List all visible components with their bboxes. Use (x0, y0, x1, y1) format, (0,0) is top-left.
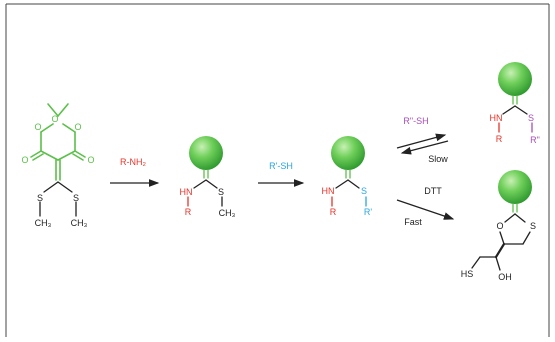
carbonyl-oxygen-left: O (21, 155, 28, 165)
thiol-r-double-prime: R" (530, 135, 540, 145)
thioether-s-right: S (73, 193, 79, 203)
hydroxyl-oh: OH (498, 272, 512, 282)
ring-oxygen-1: O (51, 114, 58, 124)
reagent-thiol-2: R"-SH (403, 116, 428, 126)
amide-hn: HN (490, 113, 503, 123)
arrow-amine-step: R-NH₂ (110, 157, 160, 187)
double-prime-thiol-adduct: HN R S R" (490, 62, 540, 145)
ring-oxygen-2: O (34, 122, 41, 132)
rate-slow: Slow (428, 154, 448, 164)
bead-1 (189, 136, 223, 170)
meldrums-acid-reagent: O O O O O S S CH₃ CH₃ (21, 103, 95, 228)
carbonyl-oxygen-right: O (87, 155, 94, 165)
dtt-arrow: DTT Fast (396, 186, 455, 227)
thiol-hs: HS (461, 269, 474, 279)
arrow-thiol-step: R'-SH (258, 161, 305, 187)
thiol-s: S (361, 186, 367, 196)
reagent-dtt: DTT (424, 186, 442, 196)
thiol-adduct: HN R S R' (322, 136, 372, 217)
slow-exchange-arrows: R"-SH Slow (396, 116, 448, 164)
frame (5, 3, 550, 337)
amine-r: R (330, 207, 337, 217)
amide-hn: HN (322, 186, 335, 196)
amine-r: R (185, 207, 192, 217)
rate-fast: Fast (404, 217, 422, 227)
ring-sulfur: S (530, 221, 536, 231)
amine-adduct: HN R S CH₃ (180, 136, 236, 218)
methyl-right: CH₃ (71, 218, 88, 228)
bead-2 (331, 136, 365, 170)
amide-hn: HN (180, 187, 193, 197)
amine-r: R (496, 134, 503, 144)
dtt-cyclized-product: O S HS OH (461, 170, 536, 282)
methyl-left: CH₃ (35, 218, 52, 228)
thiol-s: S (528, 113, 534, 123)
reagent-amine: R-NH₂ (120, 157, 146, 167)
thioether-methyl: CH₃ (219, 208, 236, 218)
thioether-s: S (218, 187, 224, 197)
bead-3 (498, 62, 532, 96)
thioether-s-left: S (37, 193, 43, 203)
ring-oxygen: O (496, 221, 503, 231)
ring-oxygen-3: O (74, 122, 81, 132)
reagent-thiol-1: R'-SH (269, 161, 293, 171)
bead-4 (498, 170, 532, 204)
thiol-r-prime: R' (364, 207, 372, 217)
